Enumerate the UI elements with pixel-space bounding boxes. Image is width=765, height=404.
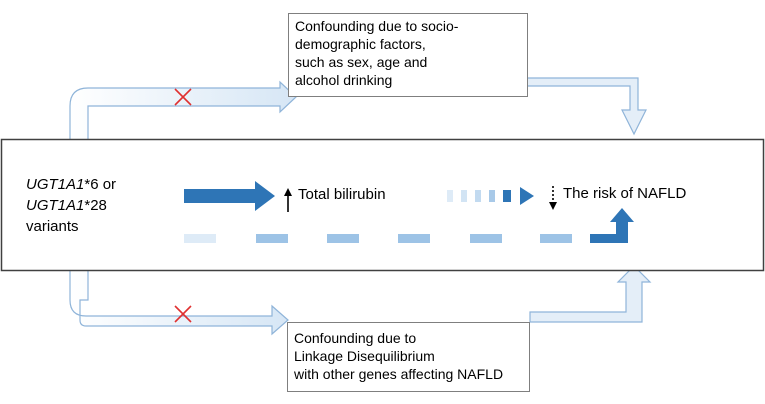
- bottom-confounding-line: with other genes affecting NAFLD: [294, 366, 504, 382]
- bottom-confounding-text: Confounding due to Linkage Disequilibriu…: [294, 329, 529, 383]
- variants-word: variants: [26, 218, 79, 235]
- main-box: [0, 138, 765, 272]
- top-confounding-box: Confounding due to socio- demographic fa…: [288, 13, 528, 97]
- variant-name: *6 or: [84, 176, 117, 193]
- gene-name: UGT1A1: [26, 176, 85, 193]
- top-confounding-line: alcohol drinking: [295, 72, 393, 88]
- top-confounding-line: such as sex, age and: [295, 54, 428, 70]
- outcome-label: The risk of NAFLD: [563, 185, 687, 202]
- top-path-arrow: [69, 80, 297, 141]
- gene-name: UGT1A1: [26, 197, 85, 214]
- top-cross-icon: [174, 88, 192, 106]
- top-confounding-text: Confounding due to socio- demographic fa…: [295, 17, 527, 89]
- top-confounding-line: Confounding due to socio-: [295, 18, 459, 34]
- increase-arrow-icon: [284, 188, 292, 212]
- direct-path-dashes: [184, 208, 634, 243]
- exposure-label: UGT1A1*6 or UGT1A1*28 variants: [26, 174, 116, 237]
- top-to-outcome-arrow: [526, 77, 647, 136]
- bottom-path-arrow: [69, 269, 289, 336]
- variant-name: *28: [84, 197, 107, 214]
- bottom-cross-icon: [174, 305, 192, 323]
- exposure-arrow: [184, 181, 275, 211]
- bottom-confounding-line: Confounding due to: [294, 330, 417, 346]
- bottom-confounding-box: Confounding due to Linkage Disequilibriu…: [287, 322, 530, 392]
- bottom-to-outcome-arrow: [529, 265, 652, 323]
- mediator-label: Total bilirubin: [298, 186, 386, 203]
- decrease-arrow-icon: [549, 186, 557, 210]
- dashed-effect-arrow: [447, 187, 534, 205]
- top-confounding-line: demographic factors,: [295, 36, 426, 52]
- bottom-confounding-line: Linkage Disequilibrium: [294, 348, 435, 364]
